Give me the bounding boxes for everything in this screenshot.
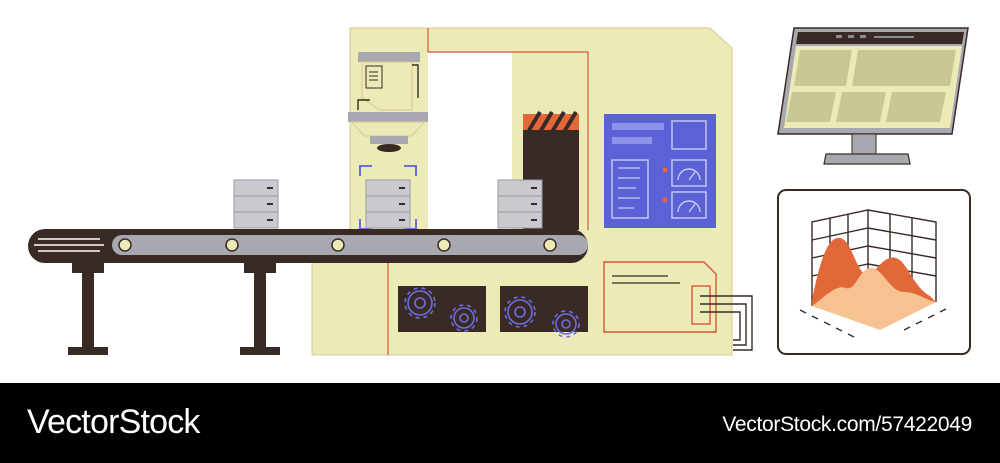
press-head [348,52,428,152]
conveyor-leg [68,263,108,355]
image-id-text: VectorStock.com/57422049 [722,413,972,436]
gear-icon [404,287,436,319]
gear-window-right [500,286,588,338]
factory-illustration [28,27,971,356]
crate [233,179,279,229]
crate [365,179,411,229]
gauge-icon [671,191,707,219]
gauge-icon [671,159,707,187]
crate [497,179,543,229]
gear-window-left [398,286,486,332]
brand-logo[interactable]: VectorStock [27,403,200,441]
conveyor-leg [240,263,280,355]
monitor-icon [777,27,969,165]
lower-panel [603,261,753,351]
control-panel [604,114,716,228]
gear-icon [552,310,580,338]
conveyor-belt [28,229,588,355]
gear-icon [450,304,478,332]
gear-icon [504,296,536,328]
chart-icon [777,189,971,355]
footer-bar: VectorStock VectorStock.com/57422049 [0,383,1000,463]
